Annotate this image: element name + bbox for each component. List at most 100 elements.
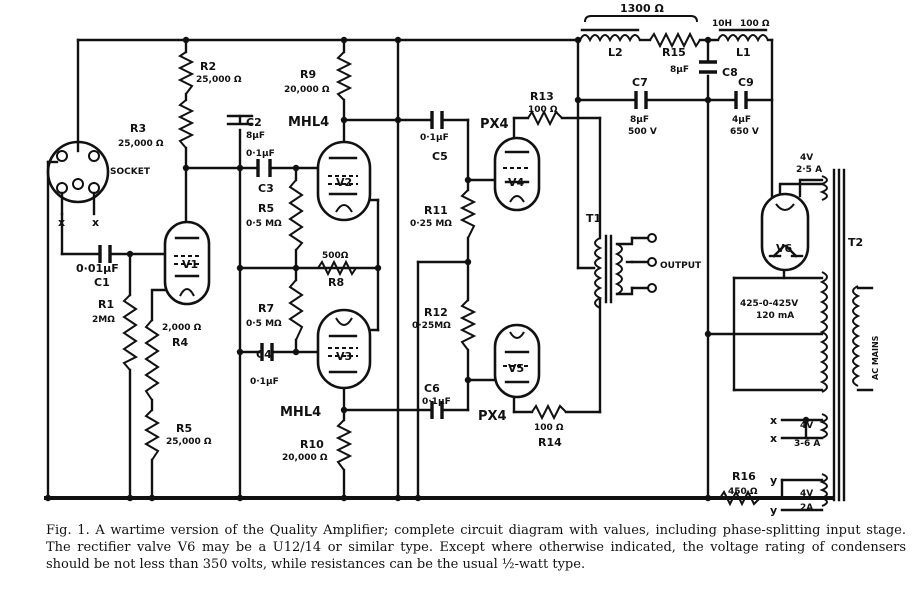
label-c8: C8 [722, 66, 738, 79]
label-output: OUTPUT [660, 261, 702, 271]
label-c1-value: 0·01μF [76, 262, 119, 275]
label-c5-value: 0·1μF [420, 133, 449, 143]
label-r15: R15 [662, 46, 686, 59]
resistor-r8 [317, 259, 357, 277]
label-r5-bottom-value: 25,000 Ω [166, 437, 212, 447]
valve-v2 [316, 140, 372, 222]
label-r16-value: 450 Ω [728, 487, 758, 497]
label-t2-hv-current: 120 mA [756, 311, 794, 321]
label-v2: V2 [336, 176, 352, 189]
label-c6-value: 0·1μF [422, 397, 451, 407]
label-c4-value: 0·1μF [250, 377, 279, 387]
label-c6: C6 [424, 382, 440, 395]
inductors [579, 15, 769, 43]
fil-lead-y-top: y [770, 474, 777, 487]
resistor-r10 [335, 419, 353, 471]
label-r3: R3 [130, 122, 146, 135]
label-v6: V6 [776, 242, 793, 255]
label-r7: R7 [258, 302, 274, 315]
resistor-r11 [459, 189, 477, 239]
label-r10: R10 [300, 438, 324, 451]
valve-v6 [760, 192, 810, 272]
label-t2-fil-top-current: 2·5 A [796, 165, 822, 175]
circuit-diagram: SOCKET x x [44, 2, 880, 517]
label-l2: L2 [608, 46, 623, 59]
resistors [122, 31, 761, 507]
wiring [44, 38, 874, 512]
resistor-r5 [288, 179, 304, 251]
fil-lead-y-bottom: y [770, 504, 777, 517]
label-r14: R14 [538, 436, 562, 449]
label-l1-value: 10H [712, 19, 732, 29]
label-t2-fil-top: 4V [800, 153, 813, 163]
inductor-l1 [717, 34, 769, 43]
label-c9-voltage: 650 V [730, 127, 759, 137]
capacitors [98, 60, 748, 419]
label-r7-value: 0·5 MΩ [246, 319, 282, 329]
resistor-r2 [177, 51, 195, 95]
label-v1: V1 [182, 258, 198, 271]
label-px4-top: PX4 [480, 117, 509, 132]
label-c2-value: 8μF [246, 131, 265, 141]
valve-v1 [163, 220, 211, 306]
resistor-r15 [649, 31, 701, 49]
label-r5-value: 0·5 MΩ [246, 219, 282, 229]
label-r2-value: 25,000 Ω [196, 75, 242, 85]
label-c7: C7 [632, 76, 648, 89]
label-r12-value: 0·25MΩ [412, 321, 451, 331]
label-t2-fil-bot-current: 2A [800, 503, 813, 513]
label-c8-value: 8μF [670, 65, 689, 75]
label-r1-value: 2MΩ [92, 315, 115, 325]
label-r16: R16 [732, 470, 756, 483]
label-v4: V4 [508, 176, 525, 189]
resistor-r3 [177, 99, 195, 149]
resistor-r12 [459, 299, 477, 351]
label-r13-value: 100 Ω [528, 105, 558, 115]
label-r5: R5 [258, 202, 274, 215]
label-l1: L1 [736, 46, 751, 59]
label-c1: C1 [94, 276, 110, 289]
valve-v5 [493, 323, 541, 399]
label-r5-bottom: R5 [176, 422, 192, 435]
socket-label: SOCKET [110, 167, 151, 177]
label-r13: R13 [530, 90, 554, 103]
label-v5: V5 [508, 362, 524, 375]
fil-lead-x-top: x [770, 414, 777, 427]
label-r2: R2 [200, 60, 216, 73]
label-c9: C9 [738, 76, 754, 89]
valve-v4 [493, 136, 541, 212]
label-r9: R9 [300, 68, 316, 81]
label-r4: R4 [172, 336, 188, 349]
label-r4-value: 2,000 Ω [162, 323, 202, 333]
transformer-t1 [594, 233, 657, 309]
label-r8-value: 500Ω [322, 251, 349, 261]
resistor-r1 [122, 294, 138, 371]
label-r8: R8 [328, 276, 344, 289]
label-r11-value: 0·25 MΩ [410, 219, 452, 229]
label-c2: C2 [246, 116, 262, 129]
figure-caption: Fig. 1. A wartime version of the Quality… [46, 523, 906, 572]
inductor-l2 [579, 34, 641, 43]
input-socket [46, 140, 110, 216]
label-c5: C5 [432, 150, 448, 163]
label-l2-value: 1300 Ω [620, 2, 664, 15]
label-t2-fil-mid-current: 3-6 A [794, 439, 820, 449]
label-c7-value: 8μF [630, 115, 649, 125]
resistor-r9 [335, 51, 353, 101]
label-r9-value: 20,000 Ω [284, 85, 330, 95]
label-v3: V3 [336, 350, 352, 363]
label-mhl4-bottom: MHL4 [280, 405, 321, 420]
label-r15-value: 100 Ω [740, 19, 770, 29]
resistor-r5-bottom [144, 409, 160, 461]
label-mhl4-top: MHL4 [288, 115, 329, 130]
junctions [44, 36, 810, 502]
label-r11: R11 [424, 204, 448, 217]
resistor-r14 [531, 403, 567, 421]
label-t1: T1 [586, 212, 601, 225]
label-r10-value: 20,000 Ω [282, 453, 328, 463]
valve-v3 [316, 308, 372, 390]
resistor-r16 [719, 489, 761, 507]
label-ac-mains: AC MAINS [871, 335, 880, 380]
label-t2-fil-mid: 4V [800, 421, 813, 431]
resistor-r13 [527, 109, 563, 127]
